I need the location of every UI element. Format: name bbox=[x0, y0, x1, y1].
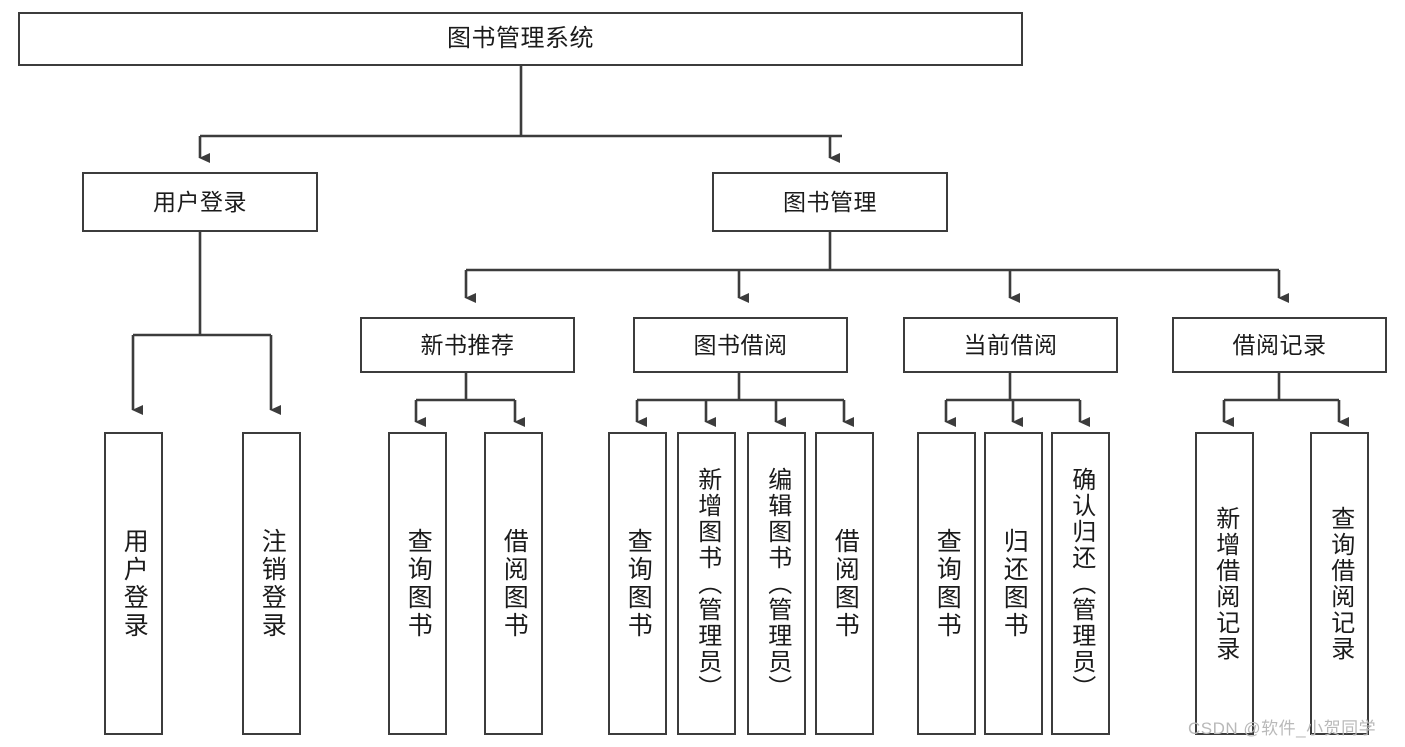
node-label: 图书管理系统 bbox=[447, 25, 594, 53]
node-leaf-borrow-book-2[interactable]: 借阅图书 bbox=[815, 432, 874, 735]
node-user-login[interactable]: 用户登录 bbox=[82, 172, 318, 232]
node-label: 用户登录 bbox=[153, 188, 247, 215]
node-borrow-record[interactable]: 借阅记录 bbox=[1172, 317, 1387, 373]
node-root-book-management-system[interactable]: 图书管理系统 bbox=[18, 12, 1023, 66]
node-leaf-confirm-return[interactable]: 确认归还（管理员） bbox=[1051, 432, 1110, 735]
node-leaf-edit-book[interactable]: 编辑图书（管理员） bbox=[747, 432, 806, 735]
node-label: 用户登录 bbox=[120, 527, 149, 640]
node-leaf-add-record[interactable]: 新增借阅记录 bbox=[1195, 432, 1254, 735]
node-label: 查询图书 bbox=[624, 527, 653, 640]
node-label: 查询借阅记录 bbox=[1326, 505, 1354, 662]
node-label: 归还图书 bbox=[1000, 527, 1029, 640]
node-leaf-borrow-book-1[interactable]: 借阅图书 bbox=[484, 432, 543, 735]
node-label: 确认归还（管理员） bbox=[1067, 466, 1095, 701]
node-label: 图书管理 bbox=[783, 188, 877, 215]
node-book-management[interactable]: 图书管理 bbox=[712, 172, 948, 232]
node-label: 借阅记录 bbox=[1232, 331, 1327, 358]
node-leaf-query-book-1[interactable]: 查询图书 bbox=[388, 432, 447, 735]
node-label: 编辑图书（管理员） bbox=[763, 466, 791, 701]
node-label: 新增图书（管理员） bbox=[693, 466, 721, 701]
node-label: 图书借阅 bbox=[693, 331, 788, 358]
node-leaf-query-record[interactable]: 查询借阅记录 bbox=[1310, 432, 1369, 735]
node-new-book-recommend[interactable]: 新书推荐 bbox=[360, 317, 575, 373]
node-label: 查询图书 bbox=[404, 527, 433, 640]
watermark-text: CSDN @软件_小贺同学 bbox=[1188, 719, 1377, 738]
node-leaf-logout-login[interactable]: 注销登录 bbox=[242, 432, 301, 735]
node-leaf-query-book-2[interactable]: 查询图书 bbox=[608, 432, 667, 735]
node-leaf-query-book-3[interactable]: 查询图书 bbox=[917, 432, 976, 735]
node-leaf-add-book[interactable]: 新增图书（管理员） bbox=[677, 432, 736, 735]
node-book-borrow[interactable]: 图书借阅 bbox=[633, 317, 848, 373]
node-label: 新增借阅记录 bbox=[1211, 505, 1239, 662]
node-label: 注销登录 bbox=[258, 527, 287, 640]
node-label: 新书推荐 bbox=[420, 331, 515, 358]
node-current-borrow[interactable]: 当前借阅 bbox=[903, 317, 1118, 373]
node-leaf-user-login[interactable]: 用户登录 bbox=[104, 432, 163, 735]
node-label: 借阅图书 bbox=[831, 527, 860, 640]
node-label: 借阅图书 bbox=[500, 527, 529, 640]
node-label: 查询图书 bbox=[933, 527, 962, 640]
node-label: 当前借阅 bbox=[963, 331, 1058, 358]
node-leaf-return-book[interactable]: 归还图书 bbox=[984, 432, 1043, 735]
